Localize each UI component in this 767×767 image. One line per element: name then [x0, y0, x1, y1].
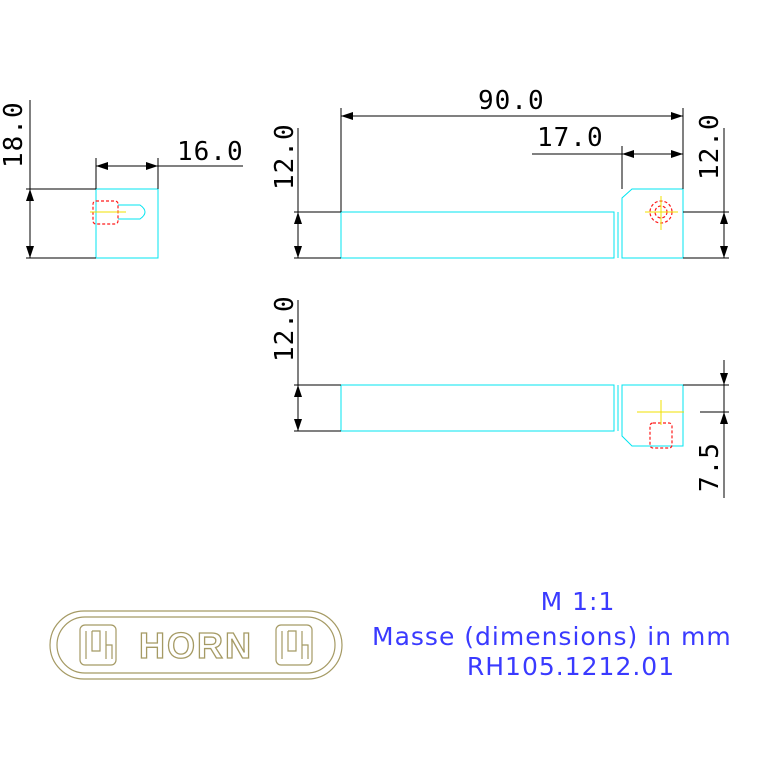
part-number-label: RH105.1212.01 — [467, 652, 675, 681]
bottom-view: 12.0 7.5 — [270, 295, 729, 498]
logo-mark-right-icon — [275, 624, 313, 666]
bottom-offset-label: 7.5 — [695, 442, 725, 492]
front-view: 90.0 17.0 12.0 12.0 — [270, 86, 729, 259]
bottom-height-label: 12.0 — [270, 295, 300, 362]
scale-label: M 1:1 — [541, 587, 616, 616]
front-height-left-label: 12.0 — [270, 123, 300, 190]
horn-logo: HORN — [49, 610, 343, 680]
front-height-right-label: 12.0 — [695, 113, 725, 180]
front-offset-label: 17.0 — [537, 123, 604, 153]
side-height-label: 18.0 — [0, 101, 29, 168]
front-view-head — [613, 188, 684, 259]
front-view-shaft — [340, 211, 615, 259]
bottom-view-head — [621, 384, 684, 447]
side-width-label: 16.0 — [177, 137, 244, 167]
title-block: M 1:1 Masse (dimensions) in mm RH105.121… — [372, 587, 732, 681]
logo-mark-left-icon — [79, 624, 117, 666]
side-view: 18.0 16.0 — [0, 100, 244, 259]
side-view-slot — [118, 204, 146, 220]
logo-outer-border — [49, 610, 343, 680]
front-length-label: 90.0 — [478, 86, 545, 116]
logo-brand-text: HORN — [139, 625, 253, 666]
bottom-view-shaft — [340, 384, 615, 432]
bottom-view-hole — [649, 422, 673, 449]
units-label: Masse (dimensions) in mm — [372, 622, 732, 651]
side-view-outline — [95, 188, 159, 259]
